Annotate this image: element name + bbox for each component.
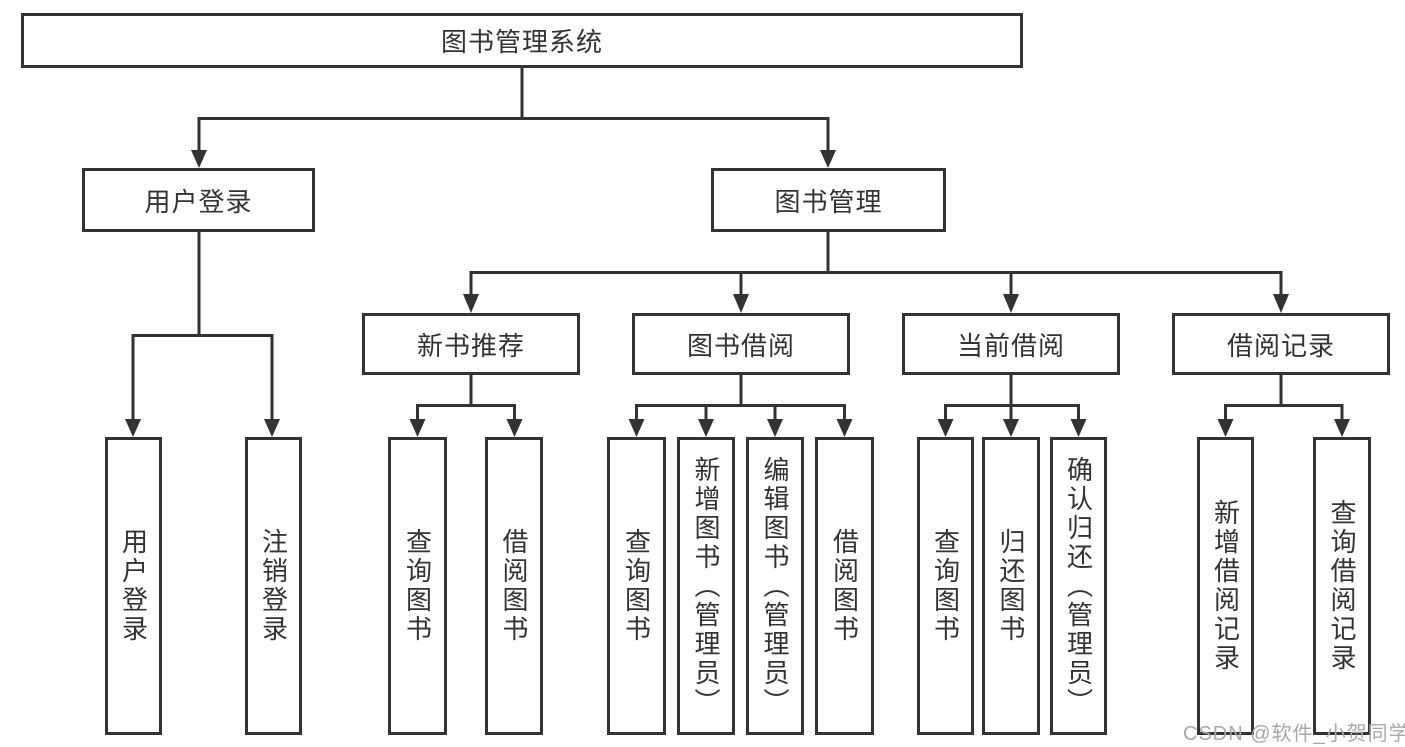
node-label: 查询图书: [621, 528, 652, 644]
node-leaf-query-books-1: 查询图书: [388, 437, 447, 735]
node-label: 注销登录: [258, 528, 289, 644]
node-leaf-query-borrow-record: 查询借阅记录: [1313, 437, 1371, 735]
node-current-borrow: 当前借阅: [902, 313, 1120, 375]
node-label: 图书管理: [774, 186, 883, 217]
node-leaf-logout: 注销登录: [245, 437, 302, 735]
node-label: 新书推荐: [416, 330, 525, 361]
connector-book-mgmt-to-level3: [463, 232, 1289, 313]
node-label: 借阅图书: [499, 528, 529, 644]
node-new-book-recommend: 新书推荐: [362, 313, 580, 375]
connector-new-rec-to-children: [409, 375, 523, 437]
node-label: 归还图书: [996, 528, 1026, 644]
connector-borrow-records-to-children: [1217, 375, 1350, 437]
node-book-borrow: 图书借阅: [632, 313, 850, 375]
node-user-login: 用户登录: [82, 168, 315, 232]
node-leaf-query-books-3: 查询图书: [917, 437, 974, 735]
node-root-system: 图书管理系统: [21, 13, 1023, 68]
node-label: 图书管理系统: [440, 27, 603, 57]
node-label: 新增图书（管理员）: [691, 455, 721, 717]
node-leaf-confirm-return-admin: 确认归还（管理员）: [1050, 437, 1107, 735]
node-label: 确认归还（管理员）: [1063, 455, 1094, 717]
node-leaf-add-book-admin: 新增图书（管理员）: [677, 437, 735, 735]
node-label: 当前借阅: [956, 330, 1065, 361]
node-label: 用户登录: [118, 528, 149, 644]
node-label: 查询图书: [402, 528, 433, 644]
node-label: 编辑图书（管理员）: [760, 455, 790, 717]
node-leaf-borrow-books-1: 借阅图书: [485, 437, 543, 735]
node-leaf-query-books-2: 查询图书: [607, 437, 666, 735]
node-label: 查询借阅记录: [1327, 499, 1357, 673]
node-leaf-user-login: 用户登录: [105, 437, 162, 735]
node-borrow-records: 借阅记录: [1172, 313, 1390, 375]
node-label: 图书借阅: [686, 330, 795, 361]
node-leaf-return-books: 归还图书: [982, 437, 1040, 735]
node-book-management: 图书管理: [711, 168, 946, 232]
node-label: 新增借阅记录: [1210, 499, 1241, 673]
node-label: 用户登录: [144, 186, 253, 217]
watermark: CSDN @软件_小贺同学: [1183, 723, 1405, 745]
node-label: 查询图书: [930, 528, 961, 644]
node-leaf-borrow-books-2: 借阅图书: [815, 437, 874, 735]
connector-book-borrow-to-children: [628, 375, 853, 437]
connector-root-to-level2: [191, 68, 836, 168]
node-label: 借阅记录: [1226, 330, 1335, 361]
node-leaf-edit-book-admin: 编辑图书（管理员）: [746, 437, 804, 735]
node-leaf-add-borrow-record: 新增借阅记录: [1197, 437, 1254, 735]
connector-current-borrow-to-children: [937, 375, 1087, 437]
node-label: 借阅图书: [829, 528, 860, 644]
connector-user-login-to-children: [125, 232, 280, 437]
